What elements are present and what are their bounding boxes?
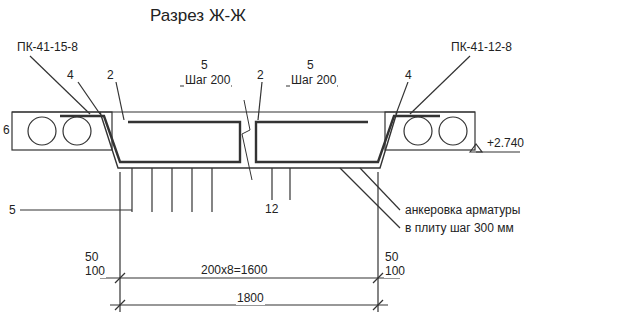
note: в плиту шаг 300 мм [404,221,515,235]
leader [211,168,212,212]
rebar [256,116,440,162]
leader [396,82,408,114]
callout-number: 5 [200,58,209,72]
callout-number: 5 [8,203,17,217]
callout-number: 4 [404,68,413,82]
slab-void [28,117,56,145]
slab-void [439,117,467,145]
section-title: Разрез Ж-Ж [150,6,246,26]
leader [191,168,192,212]
step-note: Шаг 200 [184,73,231,87]
extension-line [119,172,120,312]
dimension-label: 50 [384,250,399,264]
slab-void [404,117,432,145]
leader [258,82,262,120]
dimension-label: 1800 [236,291,265,305]
callout-number: 12 [264,202,279,216]
dimension-label: 200х8=1600 [200,263,268,277]
slab-right [385,112,475,150]
leader [116,82,124,120]
dimension-label: 100 [384,264,406,278]
leader [360,168,400,210]
note: анкеровка арматуры [404,203,521,217]
leader [340,168,400,228]
break-mark [242,100,252,180]
callout-number: 2 [106,68,115,82]
leader [151,168,152,212]
dimension-label: 50 [84,250,99,264]
rebar [60,116,240,162]
leader [78,82,100,114]
elevation-mark: +2.740 [486,136,525,150]
leader [131,168,132,212]
top-line [12,111,475,112]
leader [20,209,132,210]
part-mark: ПК-41-15-8 [16,40,79,54]
extension-line [377,172,378,312]
dimension-line [100,277,400,278]
leader [289,168,290,200]
elevation-mark [476,151,520,152]
callout-number: 5 [306,58,315,72]
part-mark: ПК-41-12-8 [450,40,513,54]
slab-left [12,112,112,150]
callout-number: 6 [2,123,11,137]
tick [373,300,383,310]
slab-void [63,117,91,145]
step-note: Шаг 200 [290,73,337,87]
callout-number: 2 [256,68,265,82]
leader [30,56,90,114]
leader [410,56,470,114]
leader [271,168,272,200]
callout-number: 4 [66,68,75,82]
leader [171,168,172,212]
tick [373,273,383,283]
dimension-label: 100 [84,264,106,278]
tick [115,273,125,283]
tick [115,300,125,310]
elevation-mark [470,144,482,152]
